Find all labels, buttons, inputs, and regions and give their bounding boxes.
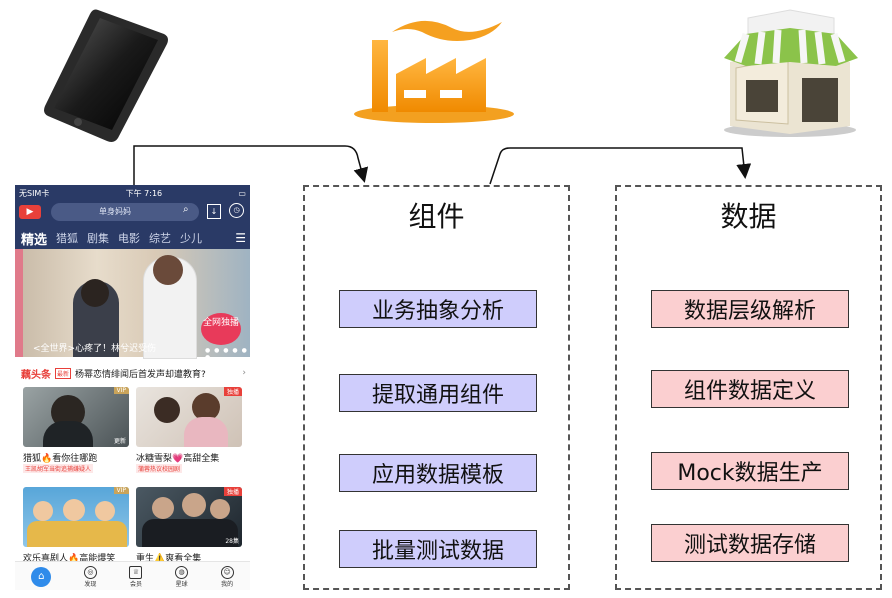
vip-badge: VIP — [113, 487, 129, 494]
discover-icon: ◎ — [83, 565, 97, 579]
factory-icon — [354, 20, 514, 123]
card-thumbnail[interactable]: VIP 更新 — [23, 387, 129, 447]
tab-variety[interactable]: 综艺 — [149, 232, 172, 245]
tab-series[interactable]: 剧集 — [87, 232, 110, 245]
exclusive-tag: 独播 — [223, 487, 242, 496]
shop-icon — [724, 9, 858, 137]
banner-figure-left-head — [81, 279, 109, 307]
card-thumbnail[interactable]: VIP — [23, 487, 129, 547]
nav-discover[interactable]: ◎ 发现 — [83, 565, 97, 588]
battery-icon: ▭ — [238, 188, 246, 198]
chevron-right-icon[interactable]: › — [242, 368, 246, 378]
components-panel-title: 组件 — [408, 200, 465, 233]
data-step-1: 数据层级解析 — [651, 290, 849, 328]
vip-badge: VIP — [113, 387, 129, 394]
banner-figure-right-head — [153, 255, 183, 285]
menu-icon[interactable]: ☰ — [235, 231, 246, 245]
bottom-nav: ⌂ 首页 ◎ 发现 ♕ 会员 ◍ 星球 ☺ 我的 — [15, 561, 250, 590]
nav-profile[interactable]: ☺ 我的 — [220, 565, 234, 588]
thumb-label: 28集 — [225, 538, 239, 545]
card-thumbnail[interactable]: 独播 — [136, 387, 242, 447]
tab-featured[interactable]: 精选 — [21, 232, 48, 248]
download-icon[interactable]: ↓ — [207, 204, 221, 219]
card-subtitle: 王凯胡军当街追捕嫌疑人 — [23, 464, 94, 473]
tab-movies[interactable]: 电影 — [118, 232, 141, 245]
card-title[interactable]: 冰糖雪梨💗高甜全集 — [136, 454, 220, 464]
nav-vip-label: 会员 — [129, 580, 142, 588]
data-step-2: 组件数据定义 — [651, 370, 849, 408]
carousel-dots: ● ● ● ● ● ● — [205, 347, 248, 361]
card-title[interactable]: 重生⚠️爽看全集 — [136, 554, 202, 564]
profile-icon: ☺ — [220, 565, 234, 579]
component-step-2: 提取通用组件 — [339, 374, 537, 412]
card-title[interactable]: 猎狐🔥看你往哪跑 — [23, 454, 98, 464]
headline-brand: 藕头条 — [21, 369, 51, 381]
component-step-4: 批量测试数据 — [339, 530, 537, 568]
banner-edge — [15, 249, 23, 357]
app-header: 无SIM卡 下午 7:16 ▭ ▶ 单身妈妈 ⌕ ↓ ◷ 精选 猎狐 剧集 电影… — [15, 185, 250, 249]
card-subtitle: 蒲蓉热议校园剧 — [136, 464, 183, 473]
card-title[interactable]: 欢乐喜剧人🔥高能爆笑 — [23, 554, 116, 564]
arrow-phone-to-components — [133, 145, 369, 185]
components-panel: 组件 业务抽象分析 提取通用组件 应用数据模板 批量测试数据 — [303, 185, 570, 590]
nav-profile-label: 我的 — [221, 580, 234, 588]
nav-planet-label: 星球 — [175, 580, 188, 588]
component-step-3: 应用数据模板 — [339, 454, 537, 492]
phone-app-screenshot: 无SIM卡 下午 7:16 ▭ ▶ 单身妈妈 ⌕ ↓ ◷ 精选 猎狐 剧集 电影… — [15, 185, 250, 590]
thumb-label: 更新 — [113, 438, 126, 445]
arrow-factory-to-data — [489, 147, 752, 185]
tab-liehu[interactable]: 猎狐 — [56, 232, 79, 245]
banner-caption[interactable]: <全世界>心疼了！林兮迟受伤 — [33, 344, 157, 354]
search-icon[interactable]: ⌕ — [183, 204, 189, 215]
channel-tabs: 精选 猎狐 剧集 电影 综艺 少儿 ☰ — [21, 229, 246, 248]
nav-home[interactable]: ⌂ 首页 — [31, 566, 52, 587]
card-thumbnail[interactable]: 独播 28集 — [136, 487, 242, 547]
tab-kids[interactable]: 少儿 — [180, 232, 203, 245]
crown-icon: ♕ — [129, 565, 143, 579]
component-step-1: 业务抽象分析 — [339, 290, 537, 328]
data-step-4: 测试数据存储 — [651, 524, 849, 562]
headline-text[interactable]: 杨幂恋情绯闻后首发声却遭教育? — [75, 369, 206, 380]
nav-vip[interactable]: ♕ 会员 — [129, 565, 143, 588]
home-icon: ⌂ — [31, 566, 52, 587]
app-logo-icon[interactable]: ▶ — [19, 205, 41, 219]
nav-discover-label: 发现 — [84, 580, 97, 588]
planet-icon: ◍ — [175, 565, 189, 579]
headline-tag: 最新 — [55, 367, 72, 379]
smartphone-icon — [44, 9, 168, 142]
carrier-label: 无SIM卡 — [19, 188, 50, 198]
nav-planet[interactable]: ◍ 星球 — [175, 565, 189, 588]
data-step-3: Mock数据生产 — [651, 452, 849, 490]
data-panel-title: 数据 — [720, 200, 777, 233]
headline-row[interactable]: 藕头条 最新 杨幂恋情绯闻后首发声却遭教育? › — [21, 365, 246, 381]
status-time: 下午 7:16 — [125, 188, 163, 198]
search-input[interactable]: 单身妈妈 — [51, 203, 199, 221]
history-icon[interactable]: ◷ — [229, 203, 244, 218]
exclusive-badge: 全网独播 — [201, 313, 241, 345]
data-panel: 数据 数据层级解析 组件数据定义 Mock数据生产 测试数据存储 — [615, 185, 882, 590]
status-bar: 无SIM卡 下午 7:16 ▭ — [19, 187, 246, 199]
exclusive-tag: 独播 — [223, 387, 242, 396]
